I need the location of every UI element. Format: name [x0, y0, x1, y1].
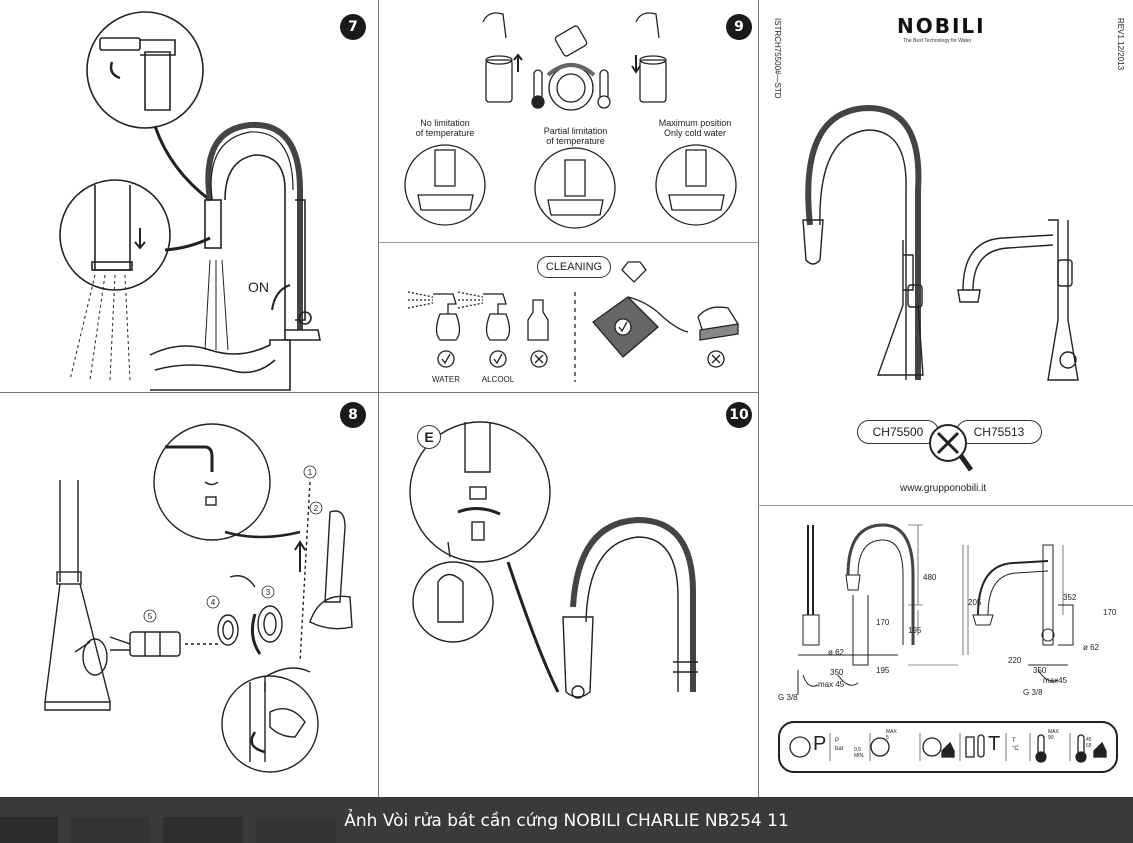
spec-t-c: T °C [1012, 738, 1019, 752]
dim-right-max45: max45 [1043, 676, 1068, 685]
step-letter-e: E [417, 425, 441, 449]
dim-left-350: 350 [830, 668, 844, 677]
dim-left-480: 480 [923, 573, 937, 582]
product-illustrations [802, 104, 1079, 381]
cleaning-illustration [407, 261, 740, 382]
spec-p-bar: P bar [835, 738, 844, 752]
step-badge-8: 8 [340, 402, 366, 428]
spec-max5: MAX 5 [886, 729, 897, 741]
brand-tagline: The Best Technology for Water [903, 38, 972, 44]
divider-h-mid [378, 392, 758, 393]
step-badge-7: 7 [340, 14, 366, 40]
svg-text:5: 5 [148, 612, 153, 621]
website-link[interactable]: www.grupponobili.it [900, 483, 987, 494]
dim-right-205: 205 [968, 598, 982, 607]
cleaning-label-water: WATER [432, 375, 460, 384]
panel-9-illustration [404, 12, 737, 229]
step-label-1: 1 [308, 468, 313, 477]
thumbnail-1[interactable] [0, 817, 58, 843]
cleaning-title: CLEANING [537, 256, 611, 278]
temp-option-maximum: Maximum position Only cold water [658, 118, 732, 138]
dim-left-195-h: 195 [908, 626, 922, 635]
technical-drawing: 480 195 170 ø 62 195 350 max 45 G 3/8 35… [778, 523, 1117, 702]
temp-option-partial: Partial limitation of temperature [543, 126, 608, 146]
dim-left-195-w: 195 [876, 666, 890, 675]
dim-left-o62: ø 62 [828, 648, 845, 657]
dim-right-g38: G 3/8 [1023, 688, 1043, 697]
dim-right-350: 350 [1033, 666, 1047, 675]
panel-7-illustration [59, 11, 321, 391]
cleaning-label-alcool: ALCOOL [481, 375, 515, 384]
panel-10-illustration [409, 421, 698, 699]
model-b-label: CH75513 [956, 420, 1042, 444]
dim-right-170: 170 [1103, 608, 1117, 617]
divider-h-left [0, 392, 378, 393]
dim-right-o62: ø 62 [1083, 643, 1100, 652]
revision: REV1.12/2013 [1116, 18, 1125, 71]
dim-left-g38: G 3/8 [778, 693, 798, 702]
divider-vertical-left [378, 0, 379, 797]
spec-t: T [988, 733, 1001, 755]
dim-left-170: 170 [876, 618, 890, 627]
thumbnail-3[interactable] [163, 817, 243, 843]
model-a-label: CH75500 [857, 420, 939, 444]
thumbnail-4[interactable] [256, 817, 336, 843]
dim-right-220: 220 [1008, 656, 1022, 665]
footer-title: Ảnh Vòi rửa bát cần cứng NOBILI CHARLIE … [344, 811, 789, 831]
spec-45-65: 45 65 [1086, 737, 1092, 749]
thumbnail-2[interactable] [70, 817, 150, 843]
step-badge-9: 9 [726, 14, 752, 40]
brand-logo: NOBILI [897, 14, 986, 38]
temp-option-no-limitation: No limitation of temperature [415, 118, 475, 138]
panel-8-illustration: 1 2 3 4 5 [44, 423, 353, 773]
step-badge-10: 10 [726, 402, 752, 428]
tools-icon [929, 424, 974, 472]
svg-text:2: 2 [314, 504, 319, 513]
divider-h-right [758, 505, 1133, 506]
dim-left-max45: max 45 [818, 680, 845, 689]
spec-max90: MAX 90 [1048, 729, 1059, 741]
instruction-sheet: 7 [0, 0, 1133, 797]
svg-text:3: 3 [266, 588, 271, 597]
spec-bar: P P bar MAX 5 0,5 MIN. T T °C MAX 90 45 … [778, 721, 1118, 773]
svg-text:4: 4 [211, 598, 216, 607]
divider-vertical-right [758, 0, 759, 797]
dim-right-352: 352 [1063, 593, 1077, 602]
on-label: ON [248, 279, 269, 295]
divider-h-mid-top [378, 242, 758, 243]
spec-min: 0,5 MIN. [854, 747, 865, 759]
spec-p: P [813, 733, 827, 755]
